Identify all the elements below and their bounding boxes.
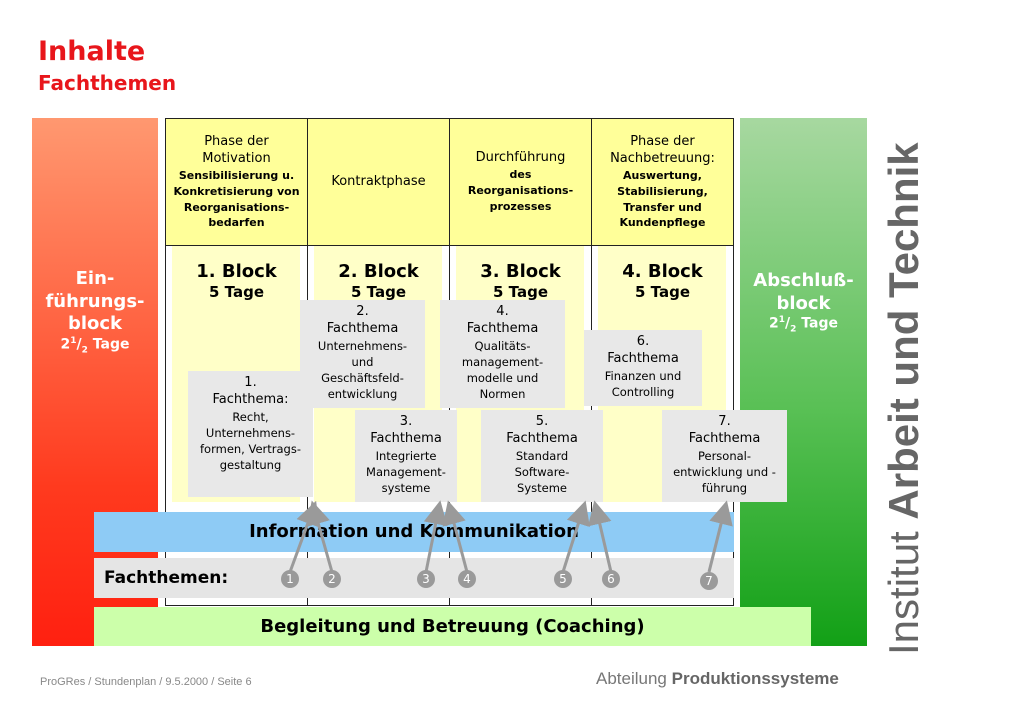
marker-3: 3: [417, 570, 435, 588]
phase-title: Durchführung: [475, 150, 566, 166]
phase-title: Phase der Motivation: [202, 133, 271, 167]
intro-line1: Ein-: [75, 268, 115, 289]
topic-number: 2.: [356, 304, 369, 319]
phase-title: Phase der Nachbetreuung:: [610, 133, 715, 167]
marker-2: 2: [323, 570, 341, 588]
institute-branding: Institut Arbeit und Technik: [880, 142, 928, 655]
intro-line3: block: [67, 313, 123, 334]
topic-text: Standard Software-Systeme: [514, 448, 570, 495]
block-name: 3. Block: [480, 261, 561, 282]
phase-header-4: Phase der Nachbetreuung: Auswertung, Sta…: [592, 119, 733, 246]
footer-info: ProGRes / Stundenplan / 9.5.2000 / Seite…: [40, 676, 252, 688]
phase-detail: Sensibilisierung u. Konkretisierung von …: [173, 168, 300, 230]
topic-box-3: 3. Fachthema Integrierte Management-syst…: [355, 410, 457, 502]
topic-text: Integrierte Management-systeme: [366, 448, 446, 495]
institute-name: Arbeit und Technik: [880, 142, 927, 520]
topic-number: 7.: [718, 414, 731, 429]
block-name: 1. Block: [196, 261, 277, 282]
topic-heading: Fachthema: [607, 350, 679, 366]
topic-heading: Fachthema: [688, 430, 761, 446]
page-subtitle: Fachthemen: [38, 71, 177, 95]
arrow-1: [288, 500, 320, 573]
department-label: Abteilung Produktionssysteme: [596, 669, 839, 689]
marker-4: 4: [458, 570, 476, 588]
arrow-5: [561, 500, 590, 573]
phase-title: Kontraktphase: [331, 174, 426, 190]
topic-box-2: 2. Fachthema Unternehmens- und Geschäfts…: [300, 300, 425, 408]
arrow-3: [423, 500, 448, 573]
closing-block: [740, 118, 867, 646]
topic-number: 6.: [636, 334, 650, 349]
block-name: 2. Block: [338, 261, 419, 282]
arrow-4: [442, 500, 469, 573]
topic-box-5: 5. Fachthema Standard Software-Systeme: [481, 410, 603, 502]
topic-heading: Fachthema:: [212, 391, 289, 407]
topic-text: Finanzen und Controlling: [604, 368, 682, 399]
topic-box-7: 7. Fachthema Personal-entwicklung und -f…: [662, 410, 787, 502]
page-title: Inhalte: [38, 36, 146, 67]
block-duration: 5 Tage: [635, 283, 690, 302]
arrow-2: [306, 500, 334, 573]
closing-line1: Abschluß-: [753, 270, 854, 291]
marker-6: 6: [602, 570, 620, 588]
intro-block-label: Ein- führungs- block 21/2 Tage: [32, 268, 158, 356]
marker-1: 1: [281, 570, 299, 588]
topic-number: 1.: [244, 375, 257, 390]
institute-prefix: Institut: [880, 531, 927, 655]
block-duration: 5 Tage: [493, 283, 548, 302]
fachthemen-label: Fachthemen:: [104, 568, 229, 588]
topic-text: Personal-entwicklung und -führung: [673, 448, 776, 495]
topic-heading: Fachthema: [370, 430, 442, 446]
topic-heading: Fachthema: [466, 320, 539, 336]
coaching-bar: Begleitung und Betreuung (Coaching): [94, 607, 811, 646]
intro-line2: führungs-: [45, 290, 145, 312]
phase-detail: Auswertung, Stabilisierung, Transfer und…: [617, 168, 708, 230]
information-bar: Information und Kommunikation: [94, 512, 734, 552]
phase-header-1: Phase der Motivation Sensibilisierung u.…: [166, 119, 307, 246]
closing-block-label: Abschluß- block 21/2 Tage: [740, 270, 867, 336]
topic-number: 4.: [496, 304, 509, 319]
block-duration: 5 Tage: [351, 283, 406, 302]
topic-box-4: 4. Fachthema Qualitäts-management-modell…: [440, 300, 565, 408]
fachthemen-bar: [94, 558, 734, 598]
dept-name: Produktionssysteme: [671, 669, 839, 688]
arrow-7: [707, 500, 733, 573]
topic-heading: Fachthema: [326, 320, 399, 336]
marker-5: 5: [554, 570, 572, 588]
topic-text: Qualitäts-management-modelle und Normen: [461, 338, 544, 402]
topic-box-1: 1. Fachthema: Recht, Unternehmens-formen…: [188, 371, 313, 497]
topic-number: 5.: [535, 414, 549, 429]
block-duration: 5 Tage: [209, 283, 264, 302]
phase-header-3: Durchführung des Reorganisations-prozess…: [450, 119, 591, 246]
topic-text: Unternehmens- und Geschäftsfeld-entwickl…: [317, 338, 408, 402]
phase-detail: des Reorganisations-prozesses: [467, 167, 574, 213]
dept-prefix: Abteilung: [596, 669, 667, 688]
closing-duration: 21/2 Tage: [769, 315, 838, 335]
topic-box-6: 6. Fachthema Finanzen und Controlling: [584, 330, 702, 406]
intro-duration: 21/2 Tage: [60, 335, 130, 355]
topic-text: Recht, Unternehmens-formen, Vertrags-ges…: [200, 409, 301, 473]
marker-7: 7: [700, 572, 718, 590]
block-name: 4. Block: [622, 261, 703, 282]
arrow-6: [588, 500, 613, 573]
phase-header-2: Kontraktphase: [308, 119, 449, 246]
closing-line2: block: [776, 292, 831, 314]
topic-heading: Fachthema: [506, 430, 578, 446]
topic-number: 3.: [399, 414, 413, 429]
